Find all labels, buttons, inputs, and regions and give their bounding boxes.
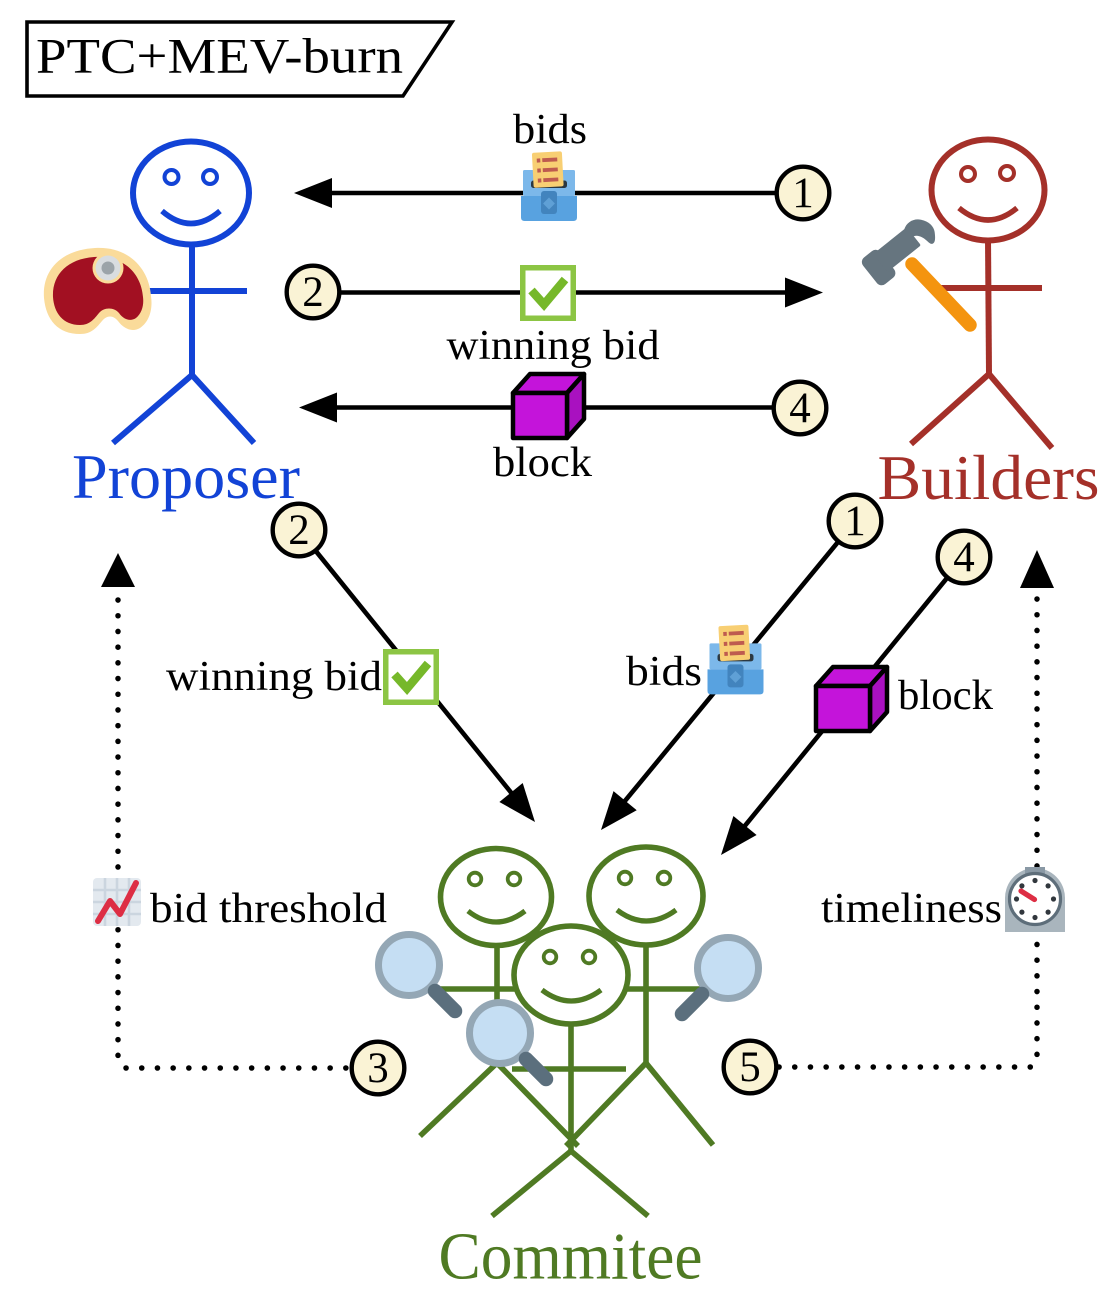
svg-text:PTC+MEV-burn: PTC+MEV-burn	[36, 28, 403, 84]
svg-text:3: 3	[367, 1045, 389, 1092]
svg-text:bids: bids	[513, 107, 587, 153]
svg-text:Proposer: Proposer	[72, 442, 300, 512]
svg-text:bid threshold: bid threshold	[150, 886, 387, 932]
svg-text:1: 1	[844, 498, 866, 545]
svg-text:Commitee: Commitee	[439, 1220, 703, 1294]
svg-text:block: block	[898, 673, 993, 719]
svg-text:block: block	[493, 440, 592, 486]
svg-text:Builders: Builders	[878, 443, 1100, 513]
svg-text:bids: bids	[626, 649, 702, 695]
svg-text:2: 2	[302, 269, 324, 316]
svg-text:5: 5	[739, 1044, 761, 1091]
svg-text:1: 1	[792, 170, 814, 217]
svg-text:4: 4	[789, 385, 811, 432]
svg-text:winning bid: winning bid	[166, 654, 382, 700]
svg-text:2: 2	[288, 507, 310, 554]
svg-text:winning bid: winning bid	[447, 323, 660, 369]
svg-text:timeliness: timeliness	[821, 886, 1002, 932]
svg-text:4: 4	[953, 534, 975, 581]
